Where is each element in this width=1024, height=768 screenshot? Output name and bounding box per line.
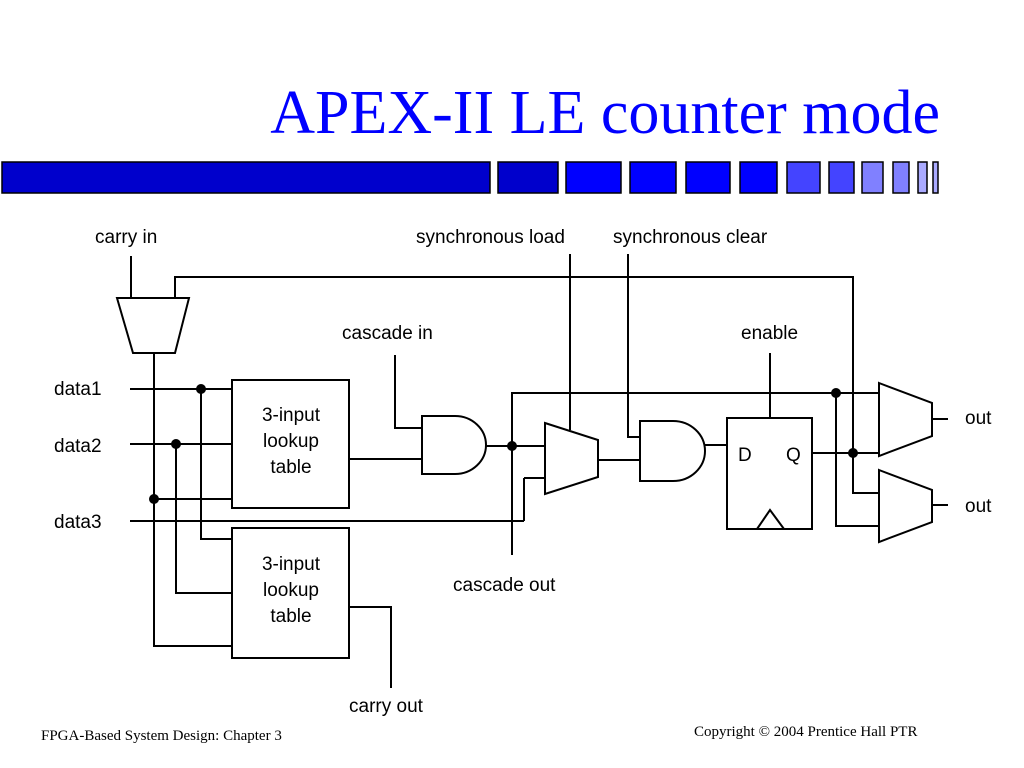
sync-load-mux bbox=[544, 421, 599, 496]
lut-top-line-1: 3-input bbox=[262, 405, 321, 426]
label-synchronous-load: synchronous load bbox=[416, 227, 565, 248]
label-carry-in: carry in bbox=[95, 227, 157, 248]
lut-bottom-line-1: 3-input bbox=[262, 554, 321, 575]
junction-dots bbox=[149, 384, 858, 504]
clock-triangle bbox=[756, 508, 785, 530]
label-out-bottom: out bbox=[965, 496, 992, 517]
lut-top-line-3: table bbox=[270, 457, 311, 478]
output-mux-bottom bbox=[878, 468, 933, 544]
footer-chapter: FPGA-Based System Design: Chapter 3 bbox=[41, 728, 282, 744]
label-out-top: out bbox=[965, 408, 992, 429]
clear-and-gate bbox=[639, 420, 706, 482]
lut-bottom-line-2: lookup bbox=[263, 580, 319, 601]
lut-bottom-line-3: table bbox=[270, 606, 311, 627]
wires bbox=[130, 254, 948, 688]
output-mux-top bbox=[878, 381, 933, 458]
label-data1: data1 bbox=[54, 379, 102, 400]
lut-top-line-2: lookup bbox=[263, 431, 319, 452]
title-decorative-bar bbox=[1, 161, 939, 194]
label-data3: data3 bbox=[54, 512, 102, 533]
cascade-and-gate bbox=[421, 415, 487, 475]
label-data2: data2 bbox=[54, 436, 102, 457]
lookup-table-top bbox=[231, 379, 350, 509]
lookup-table-bottom bbox=[231, 527, 350, 659]
slide-title: APEX-II LE counter mode bbox=[270, 79, 940, 147]
carry-in-mux bbox=[115, 297, 191, 354]
label-ff-q: Q bbox=[786, 445, 801, 466]
label-cascade-in: cascade in bbox=[342, 323, 433, 344]
label-enable: enable bbox=[741, 323, 798, 344]
label-synchronous-clear: synchronous clear bbox=[613, 227, 768, 248]
label-cascade-out: cascade out bbox=[453, 575, 556, 596]
footer-copyright: Copyright © 2004 Prentice Hall PTR bbox=[694, 724, 918, 740]
label-ff-d: D bbox=[738, 445, 752, 466]
label-carry-out: carry out bbox=[349, 696, 424, 717]
